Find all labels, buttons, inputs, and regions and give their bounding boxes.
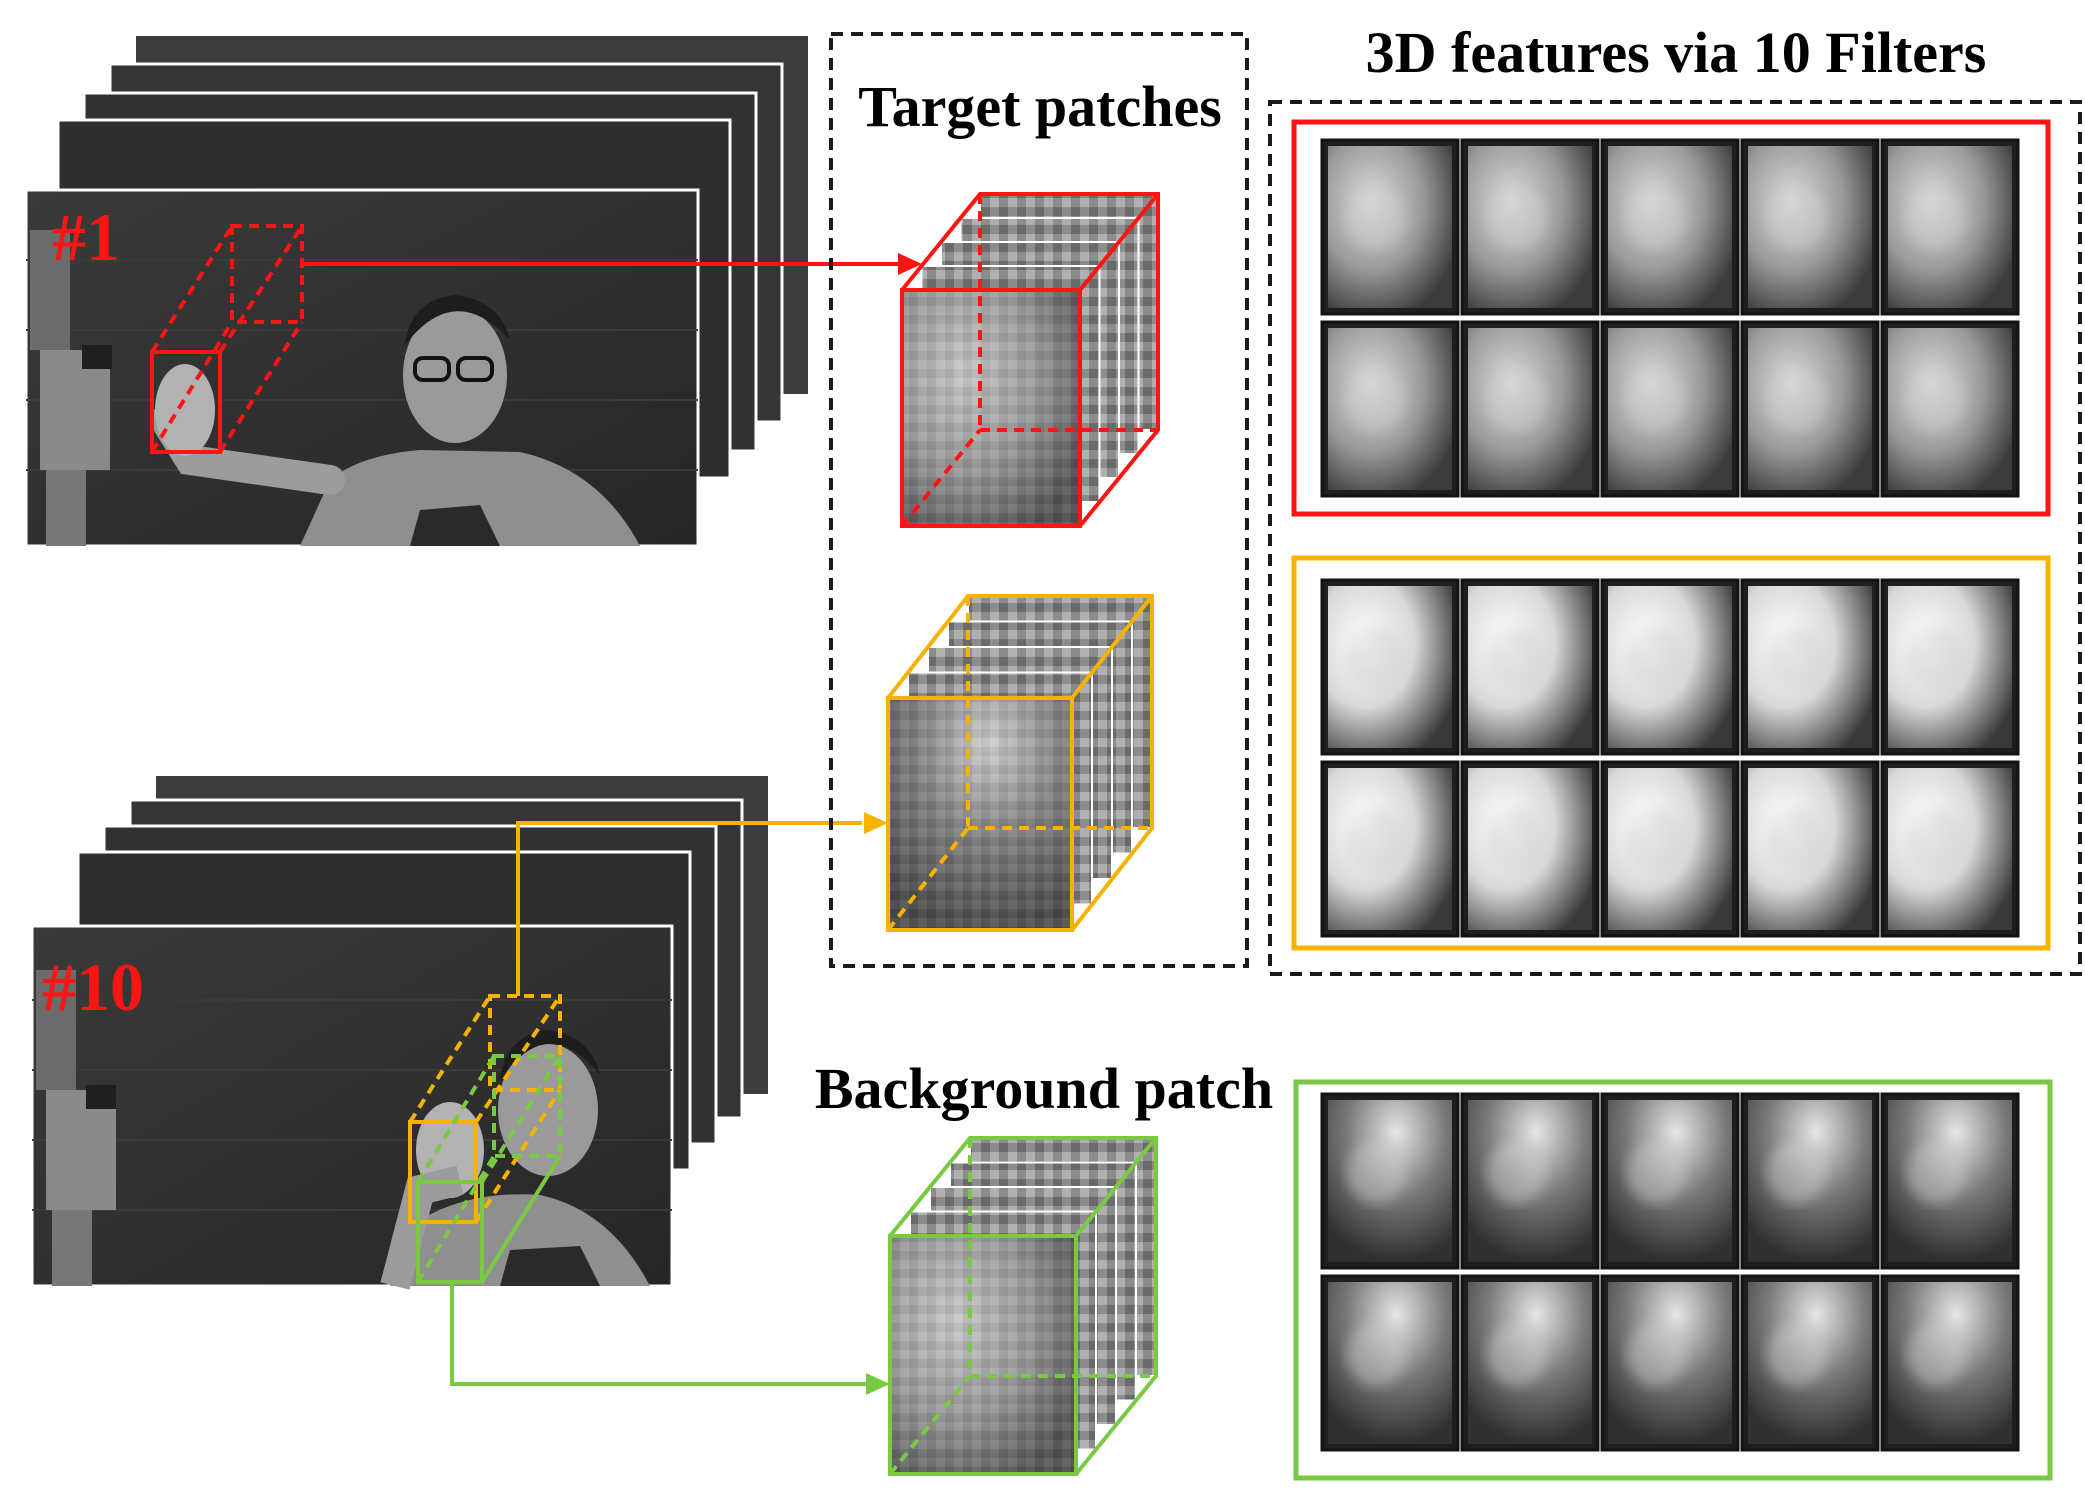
- cube-front-edge: [886, 696, 1074, 932]
- target-cuboid-first: [150, 224, 304, 454]
- feature-map: [1600, 760, 1740, 938]
- feature-map: [1740, 1274, 1880, 1452]
- feature-map: [1740, 138, 1880, 316]
- feature-grids: [1291, 119, 2053, 1481]
- feature-map: [1880, 1274, 2020, 1452]
- feature-map: [1320, 320, 1460, 498]
- feature-map: [1740, 760, 1880, 938]
- feature-map: [1880, 760, 2020, 938]
- arrow-background-to-patch: [450, 1282, 890, 1395]
- feature-map: [1460, 320, 1600, 498]
- features-box: [1268, 100, 2082, 976]
- frame-stack-tenth: #10: [30, 776, 768, 1290]
- feature-grid-target-first: [1291, 119, 2051, 517]
- cube-front-edge: [888, 1234, 1078, 1476]
- feature-map: [1600, 1274, 1740, 1452]
- feature-map: [1460, 760, 1600, 938]
- feature-map: [1740, 320, 1880, 498]
- feature-group-frame: [1293, 1079, 2053, 1481]
- target-patch-cube-first: [900, 192, 1160, 528]
- feature-map: [1600, 1092, 1740, 1270]
- feature-grid-target-tenth: [1291, 555, 2051, 951]
- feature-map: [1460, 1092, 1600, 1270]
- feature-map: [1600, 138, 1740, 316]
- feature-map: [1320, 1274, 1460, 1452]
- feature-map: [1320, 578, 1460, 756]
- background-patch-label: Background patch: [815, 1056, 1273, 1121]
- feature-map: [1600, 320, 1740, 498]
- feature-map: [1600, 578, 1740, 756]
- frame-label-tenth: #10: [42, 949, 144, 1025]
- arrow-first-to-target: [302, 253, 922, 275]
- target-patches-box: [829, 32, 1249, 968]
- person-figure: [150, 295, 640, 546]
- feature-map: [1880, 1092, 2020, 1270]
- cube-front-edge: [900, 288, 1082, 528]
- target-patches-label: Target patches: [858, 74, 1222, 139]
- target-patch-cube-tenth: [886, 594, 1154, 932]
- features-title: 3D features via 10 Filters: [1366, 20, 1987, 85]
- feature-group-frame: [1291, 119, 2051, 517]
- feature-map: [1740, 578, 1880, 756]
- camera-device-tenth: [36, 970, 116, 1286]
- feature-map: [1460, 578, 1600, 756]
- camera-device: [30, 230, 112, 546]
- feature-map: [1740, 1092, 1880, 1270]
- patch-cubes: [886, 192, 1160, 1476]
- feature-map: [1320, 1092, 1460, 1270]
- feature-map: [1460, 1274, 1600, 1452]
- feature-map: [1460, 138, 1600, 316]
- frame-stack-first: #1: [24, 36, 808, 548]
- background-patch-cube: [888, 1136, 1158, 1476]
- feature-map: [1880, 320, 2020, 498]
- feature-group-frame: [1291, 555, 2051, 951]
- frame-label-first: #1: [52, 199, 120, 275]
- target-cuboid-tenth: [408, 994, 562, 1224]
- feature-map: [1880, 138, 2020, 316]
- feature-grid-background: [1293, 1079, 2053, 1481]
- feature-map: [1320, 760, 1460, 938]
- arrow-tenth-to-target: [516, 812, 888, 996]
- feature-map: [1880, 578, 2020, 756]
- feature-map: [1320, 138, 1460, 316]
